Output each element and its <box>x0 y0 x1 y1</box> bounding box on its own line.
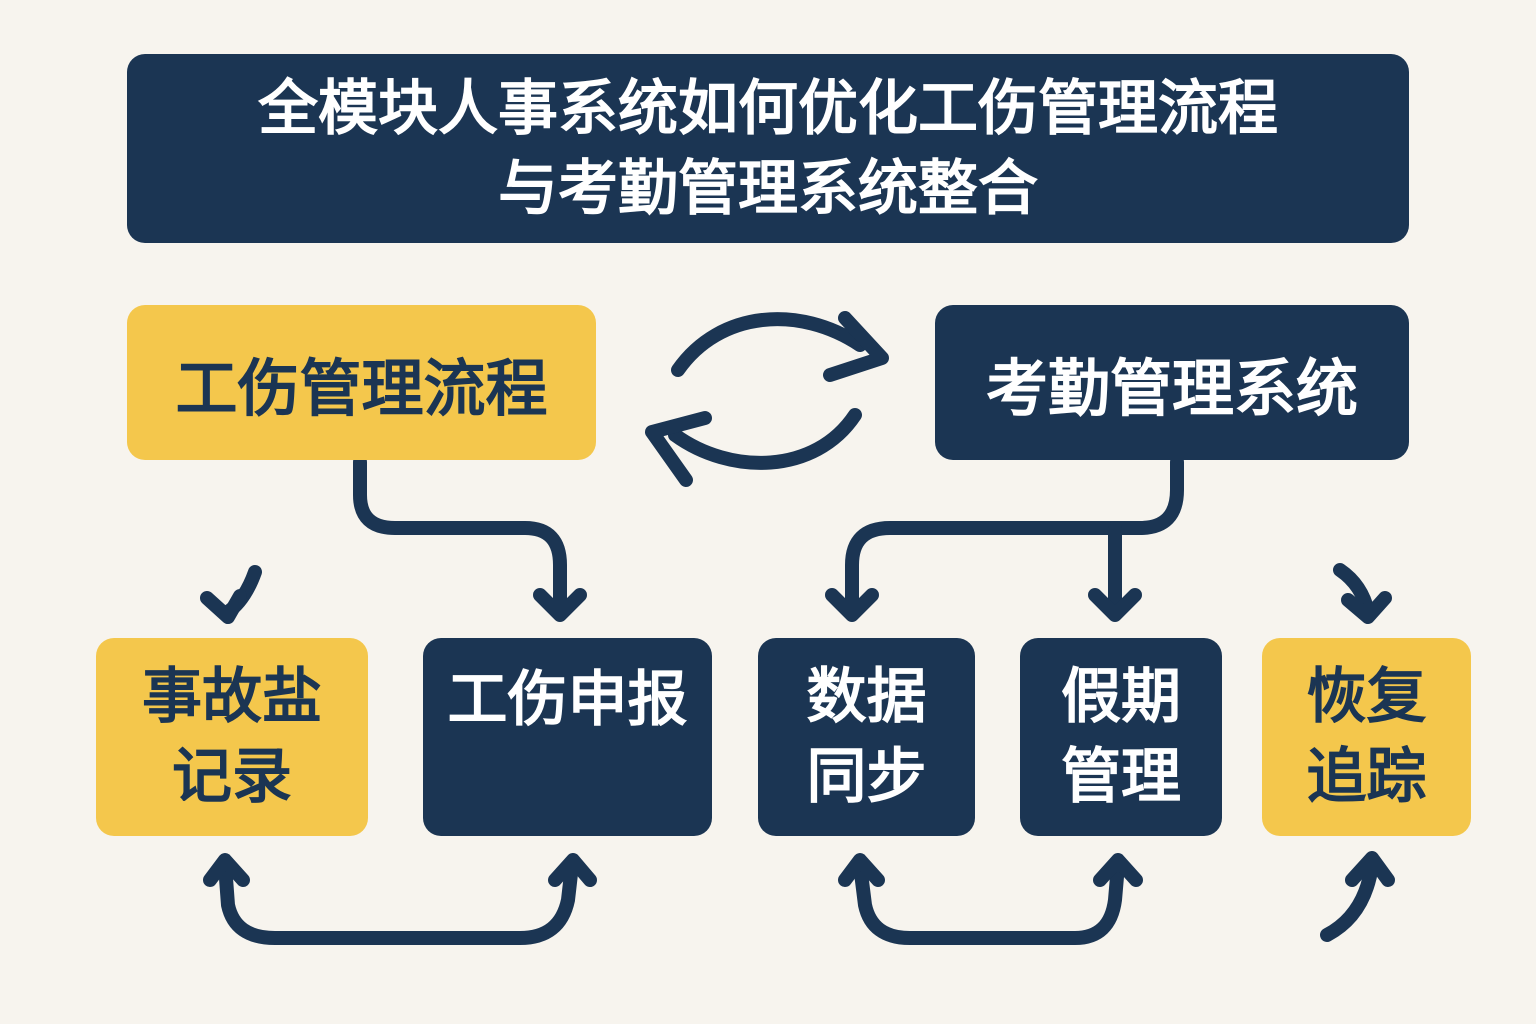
node-injury-process: 工伤管理流程 <box>127 305 596 460</box>
node-label: 工伤管理流程 <box>175 351 548 425</box>
node-label-line1: 恢复 <box>1306 662 1427 732</box>
node-label-line2: 追踪 <box>1306 742 1427 812</box>
node-label-line2: 同步 <box>806 742 927 812</box>
title-line-1: 全模块人事系统如何优化工伤管理流程 <box>258 73 1278 144</box>
sync-arrow-top-head <box>823 311 889 382</box>
node-label-line2: 记录 <box>172 742 292 812</box>
node-attendance-system: 考勤管理系统 <box>935 305 1409 460</box>
arrow-recovery-return <box>1320 858 1379 942</box>
sync-arrow-bottom-head <box>645 411 712 487</box>
node-label-line2: 管理 <box>1061 742 1181 812</box>
sync-arrow-bottom <box>668 408 862 470</box>
node-accident-record: 事故盐 记录 <box>96 638 368 836</box>
node-injury-declaration: 工伤申报 <box>423 638 712 836</box>
node-data-sync: 数据 同步 <box>758 638 975 836</box>
arrow-attendance-branch <box>845 455 1184 617</box>
node-recovery-tracking: 恢复 追踪 <box>1262 638 1471 836</box>
node-leave-management: 假期 管理 <box>1020 638 1222 836</box>
arrow-sync-leave-link <box>853 858 1125 945</box>
title-line-2: 与考勤管理系统整合 <box>498 153 1038 224</box>
arrow-accident-declaration-link <box>218 858 579 945</box>
node-label-line1: 假期 <box>1061 662 1181 732</box>
arrow-injury-to-declaration <box>353 455 567 617</box>
node-label-line1: 数据 <box>806 662 927 732</box>
sync-arrow-top <box>671 312 867 377</box>
node-label-line1: 事故盐 <box>142 662 322 732</box>
node-label: 考勤管理系统 <box>985 351 1358 425</box>
node-label-line1: 工伤申报 <box>447 665 688 735</box>
diagram-title: 全模块人事系统如何优化工伤管理流程 与考勤管理系统整合 <box>127 54 1409 243</box>
